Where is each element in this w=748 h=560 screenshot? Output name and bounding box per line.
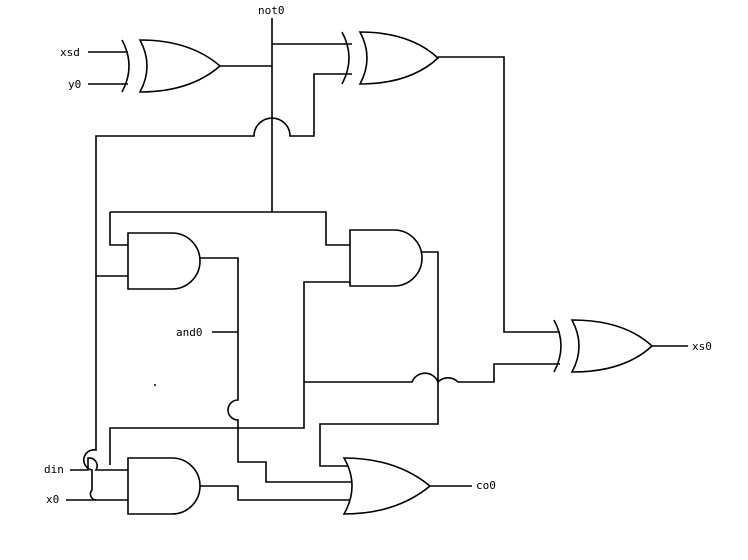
wire-dist-left (109, 212, 128, 246)
label-y0: y0 (68, 78, 81, 91)
label-not0: not0 (258, 4, 285, 17)
and-gate-bottom (127, 457, 201, 515)
and-gate-mid-left (127, 232, 201, 290)
wire-left-bus (83, 276, 97, 501)
xor-gate-top-left (121, 39, 222, 93)
wire-and2-out (319, 251, 439, 467)
and-gate-mid-right (349, 229, 423, 287)
label-xs0: xs0 (692, 340, 712, 353)
wire-xor2-in2 (95, 73, 352, 277)
or-gate-bottom (342, 457, 432, 515)
wire-din-input (70, 457, 128, 471)
xor-gate-top-right (341, 31, 440, 85)
wire-and1-out (200, 257, 352, 483)
wire-and2-in2 (109, 281, 352, 465)
wires (66, 18, 688, 501)
wire-distribution-bar (110, 211, 352, 246)
wire-xor3-in2 (304, 363, 560, 384)
label-xsd: xsd (60, 46, 80, 59)
label-and0: and0 (176, 326, 203, 339)
xor-gate-right (553, 319, 654, 373)
label-x0: x0 (46, 493, 59, 506)
stray-dot (154, 384, 156, 386)
label-din: din (44, 463, 64, 476)
wire-and3-out (200, 485, 352, 501)
label-co0: co0 (476, 479, 496, 492)
wire-xor2-out (438, 56, 560, 333)
